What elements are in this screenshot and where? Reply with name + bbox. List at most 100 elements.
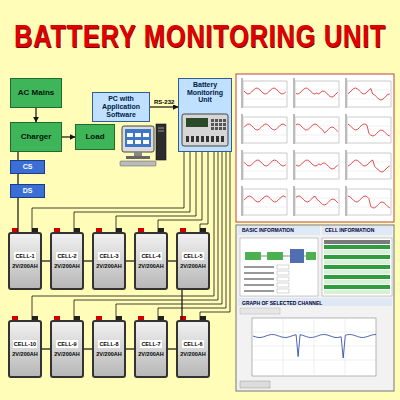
monitor-screen [125, 129, 151, 147]
mini-charts [241, 78, 391, 216]
table-rows [324, 240, 390, 294]
battery-cell: CELL-72V/200AH [134, 320, 168, 378]
battery-cell: CELL-22V/200AH [50, 232, 84, 290]
cell-table [322, 238, 392, 296]
connector [168, 348, 176, 349]
mini-chart-frame [295, 81, 339, 107]
mini-chart-grid [243, 162, 287, 171]
graph-trace [253, 335, 376, 359]
connector [84, 260, 92, 261]
node-text: Load [85, 133, 104, 142]
pc-label-box: PC with Application Software [92, 92, 150, 122]
connector [17, 152, 18, 160]
node-text: AC Mains [18, 89, 54, 98]
mini-chart-frame [347, 117, 391, 143]
graph-area [252, 318, 376, 376]
mini-chart-grid [295, 162, 339, 171]
mini-chart-line [296, 88, 338, 97]
mini-wire [261, 256, 306, 257]
mini-chart-frame [295, 189, 339, 215]
info-field [277, 271, 289, 275]
node-text: 2V/200AH [179, 350, 206, 358]
table-row [324, 285, 390, 289]
table-row [324, 275, 390, 279]
device-key [223, 123, 226, 126]
mini-chart-grid [243, 126, 287, 135]
device-port [211, 136, 214, 142]
device-port [196, 136, 199, 142]
connector [42, 260, 50, 261]
node-text: PC with Application Software [95, 95, 147, 118]
node-text: 2V/200AH [53, 350, 80, 358]
screen-label: BASIC INFORMATION [242, 227, 294, 233]
mini-chart-axis [345, 186, 347, 216]
sensor-box: CS [10, 160, 45, 174]
connector [200, 152, 208, 232]
pc-tower [156, 124, 166, 160]
node-text: Battery Monitoring Unit [181, 81, 229, 104]
connector [74, 152, 218, 320]
mini-chart-frame [347, 153, 391, 179]
info-field [277, 283, 289, 287]
connector [42, 348, 50, 349]
battery-cell: CELL-42V/200AH [134, 232, 168, 290]
info-line [244, 278, 274, 280]
info-line [244, 272, 274, 274]
info-field [277, 265, 289, 269]
device-key [211, 123, 214, 126]
device-key [215, 127, 218, 130]
connector [84, 348, 92, 349]
info-lines [244, 265, 289, 293]
mini-chart-frame [295, 153, 339, 179]
software-panel [236, 225, 394, 391]
monitor-stand [134, 152, 142, 156]
info-field [277, 277, 289, 281]
device-key [219, 127, 222, 130]
screenshot-charts [236, 74, 394, 222]
mini-box [267, 252, 283, 260]
mini-box [290, 249, 304, 263]
node-text: CELL-4 [140, 252, 161, 260]
battery-cell: CELL-32V/200AH [92, 232, 126, 290]
device-key [219, 123, 222, 126]
info-field [277, 289, 289, 293]
node-text: CELL-6 [182, 340, 203, 348]
title: BATTERY MONITORING UNIT [14, 18, 386, 55]
node-text: CELL-3 [98, 252, 119, 260]
battery-cell: CELL-92V/200AH [50, 320, 84, 378]
device-key [223, 119, 226, 122]
table-row [324, 250, 390, 254]
battery-cell: CELL-10 2V/200AH [8, 320, 42, 378]
connector [150, 106, 178, 107]
mini-chart-grid [243, 90, 287, 99]
mini-chart-line [244, 88, 286, 94]
mini-box [306, 252, 316, 260]
node-text: CELL-10 [13, 340, 37, 348]
device-key [219, 119, 222, 122]
node-text: 2V/200AH [11, 350, 38, 358]
node-text: CELL-8 [98, 340, 119, 348]
table-row [324, 260, 390, 264]
screenshot-software [236, 225, 394, 391]
mini-chart-axis [345, 150, 347, 180]
info-line [244, 266, 274, 268]
node-text: 2V/200AH [137, 350, 164, 358]
connector [35, 108, 36, 122]
panel-header [238, 226, 320, 235]
device-key [211, 119, 214, 122]
table-row [324, 280, 390, 284]
mini-chart-line [296, 124, 338, 133]
button [240, 381, 270, 388]
battery-cell: CELL-8 2V/200AH [92, 320, 126, 378]
mini-chart-frame [243, 153, 287, 179]
drive-bays [158, 128, 164, 131]
mini-chart-line [296, 196, 338, 205]
node-text: 2V/200AH [179, 262, 206, 270]
chart-panel [236, 74, 394, 222]
mini-chart-line [244, 160, 286, 166]
node-text: 2V/200AH [95, 350, 122, 358]
mini-chart-axis [293, 114, 295, 144]
table-row [324, 290, 390, 294]
mini-chart-frame [295, 117, 339, 143]
